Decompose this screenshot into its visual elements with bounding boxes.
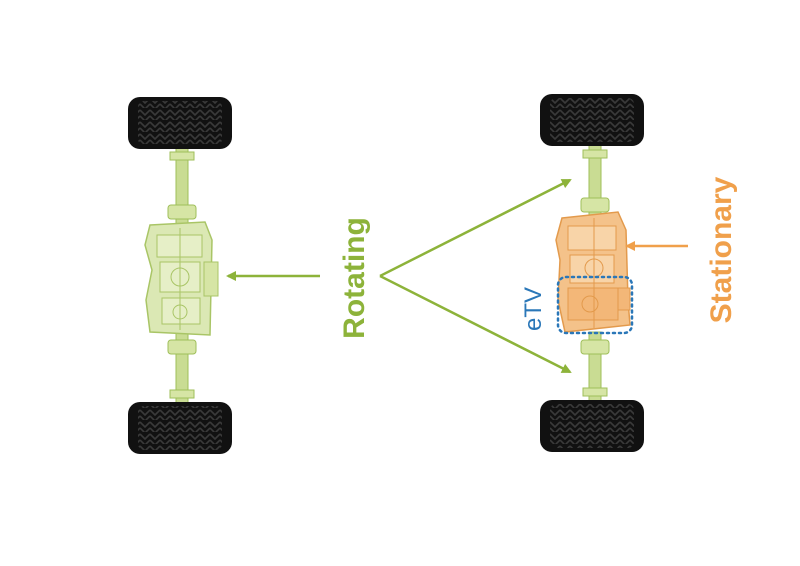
left-axle-assembly: [128, 97, 232, 454]
stationary-label: Stationary: [705, 176, 738, 323]
etv-label: eTV: [520, 287, 547, 331]
rotating-label: Rotating: [338, 217, 371, 339]
tire-icon: [128, 402, 232, 454]
tire-icon: [540, 94, 644, 146]
tire-icon: [128, 97, 232, 149]
rotating-arrow-upper-right: [379, 178, 572, 278]
right-axle-assembly: [540, 94, 644, 452]
etv-highlight-box: [556, 275, 634, 335]
rotating-arrow-lower-right: [379, 274, 572, 374]
tire-icon: [540, 400, 644, 452]
axle-drive-unit-icon: [144, 221, 219, 336]
axle-drive-unit-icon: [555, 211, 631, 333]
